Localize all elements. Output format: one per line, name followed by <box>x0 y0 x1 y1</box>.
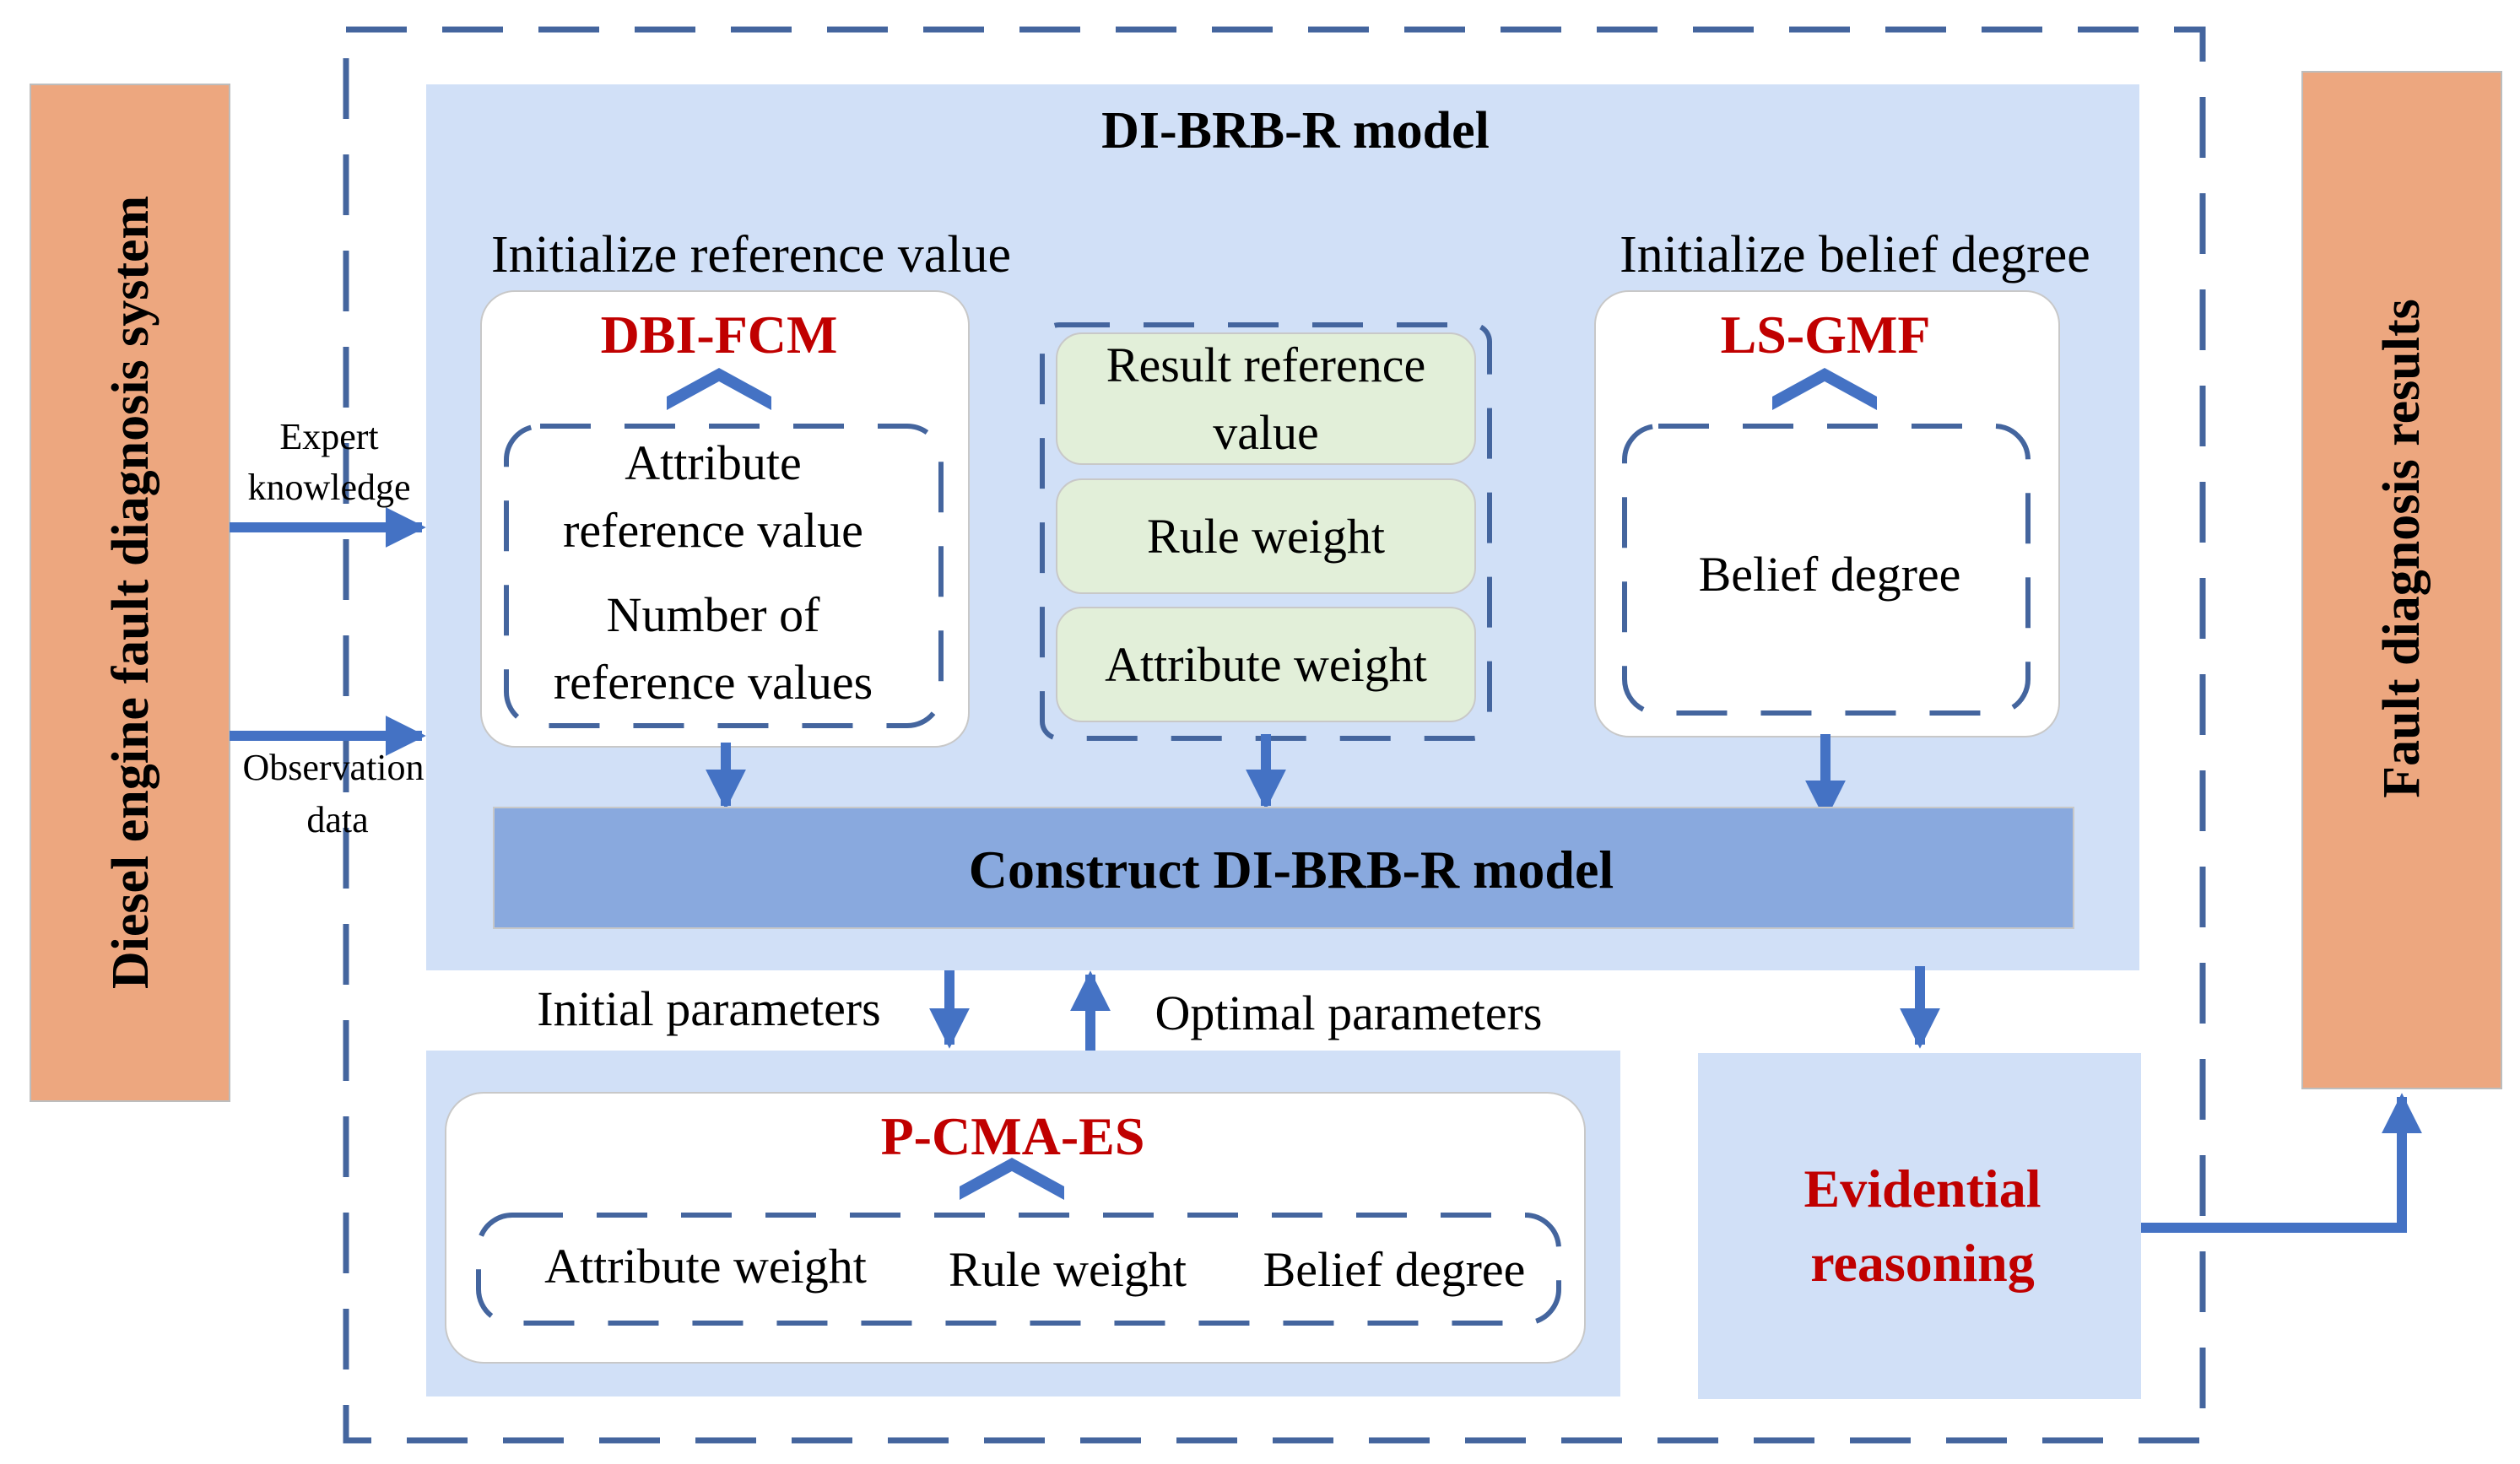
optimizer-attribute-weight: Attribute weight <box>544 1239 867 1294</box>
rule-weight-box <box>1056 478 1476 594</box>
chevron-up-icon <box>1772 368 1877 410</box>
construct-model-bar <box>493 807 2074 929</box>
optimizer-belief-degree: Belief degree <box>1263 1242 1526 1297</box>
fault-results-panel: Fault diagnosis results <box>2301 71 2502 1089</box>
result-reference-value-box <box>1056 332 1476 465</box>
arrow-to-results <box>2141 1093 2422 1233</box>
attribute-weight-label: Attribute weight <box>1105 637 1427 692</box>
attribute-weight-box <box>1056 607 1476 722</box>
initial-parameters-label: Initial parameters <box>537 981 880 1036</box>
attribute-reference-value-label-1: Attribute <box>625 435 801 490</box>
evidential-reasoning-region <box>1698 1053 2141 1399</box>
number-reference-values-label-2: reference values <box>554 655 873 710</box>
p-cma-es-method: P-CMA-ES <box>881 1106 1145 1166</box>
ls-gmf-method: LS-GMF <box>1721 305 1931 365</box>
dbi-fcm-box: DBI-FCM Attribute reference value Number… <box>480 290 970 748</box>
attribute-reference-value-label-2: reference value <box>563 503 863 558</box>
optimal-parameters-label: Optimal parameters <box>1155 986 1543 1040</box>
init-reference-heading: Initialize reference value <box>491 226 1011 284</box>
dbi-fcm-method: DBI-FCM <box>601 305 838 365</box>
observation-data-label-2: data <box>306 799 368 840</box>
result-parameters-group: Result reference value Rule weight Attri… <box>1040 322 1492 741</box>
expert-knowledge-label-2: knowledge <box>247 467 410 508</box>
evidential-reasoning-label-1: Evidential <box>1804 1159 2041 1218</box>
expert-knowledge-label-1: Expert <box>279 416 378 457</box>
init-belief-heading: Initialize belief degree <box>1620 226 2090 284</box>
chevron-up-icon <box>667 368 771 410</box>
model-title: DI-BRB-R model <box>1101 102 1490 159</box>
ls-gmf-box: LS-GMF Belief degree <box>1594 290 2060 737</box>
observation-data-label-1: Observation <box>242 747 424 788</box>
belief-degree-label: Belief degree <box>1699 547 1961 602</box>
rule-weight-label: Rule weight <box>1147 509 1385 564</box>
result-reference-value-label-1: Result reference <box>1106 338 1425 392</box>
number-reference-values-label-1: Number of <box>607 587 821 642</box>
chevron-up-icon <box>960 1158 1064 1200</box>
diagnosis-system-label: Diesel engine fault diagnosis system <box>102 196 160 989</box>
diagnosis-system-panel: Diesel engine fault diagnosis system <box>30 84 230 1102</box>
optimizer-rule-weight: Rule weight <box>949 1242 1187 1297</box>
result-reference-value-label-2: value <box>1213 405 1319 460</box>
p-cma-es-box: P-CMA-ES Attribute weight Rule weight Be… <box>445 1092 1586 1364</box>
construct-model-label: Construct DI-BRB-R model <box>969 840 1614 899</box>
fault-results-label: Fault diagnosis results <box>2373 299 2431 797</box>
evidential-reasoning-label-2: reasoning <box>1810 1233 2035 1293</box>
